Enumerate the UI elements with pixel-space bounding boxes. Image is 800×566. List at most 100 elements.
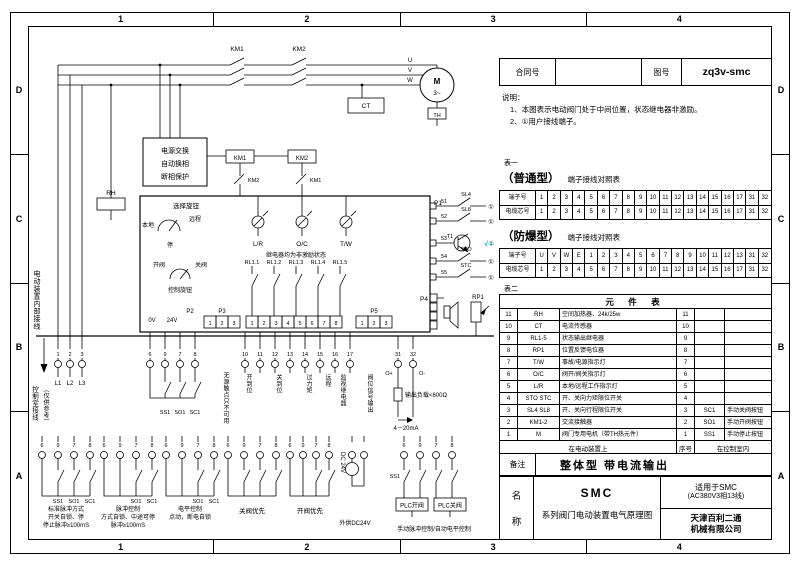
applicability: 适用于SMC (AC380V3相13线) [661, 477, 771, 509]
terminal [148, 451, 156, 459]
terminal-drops-output [244, 332, 351, 373]
grid-ref: 4 [676, 542, 682, 552]
bterm: 6 [226, 443, 229, 449]
component-code-right [695, 309, 725, 321]
lamp-tw-label: T/W [340, 241, 353, 248]
component-code-right [695, 345, 725, 357]
terminal [191, 360, 199, 368]
title-right: 适用于SMC (AC380V3相13线) 天津百利二通 机械有限公司 [661, 477, 771, 539]
junction-dot [158, 63, 162, 67]
p4-pin [429, 320, 438, 330]
bottom-group6-wires [403, 436, 459, 517]
phase-v-label: V [408, 68, 412, 74]
component-index: 1 [500, 429, 518, 441]
pin-number: 3 [384, 321, 387, 327]
ordinary-type-label: （普通型） [502, 173, 560, 185]
user-terminal-mark: ① [488, 204, 494, 211]
terminal-cell: 14 [697, 191, 710, 205]
bterm: 8 [450, 443, 453, 449]
terminal-number: 31 [395, 352, 401, 358]
ma-range-label: 4－20mA [393, 426, 418, 432]
notes-lines: 1、本图表示电动阀门处于中间位置，状态继电器非激励。2、①用户接线端子。 [502, 104, 770, 128]
terminal-cell: 16 [722, 205, 734, 219]
terminal-cell: 6 [647, 249, 660, 263]
contact-blades [229, 57, 307, 185]
bterm: 6 [164, 443, 167, 449]
terminal-number: 13 [287, 352, 293, 358]
close-valve-label: 关阀 [195, 261, 207, 269]
component-name: 阀门专用电机（带TH热元件） [560, 429, 677, 441]
terminal [162, 451, 170, 459]
component-index-right: 1 [677, 429, 695, 441]
terminal [331, 360, 339, 368]
component-code-right: SC1 [695, 405, 725, 417]
control-room-wiring-note: 控制室接线 [30, 386, 38, 421]
grid-ref: A [777, 471, 785, 482]
bterm: 7 [314, 443, 317, 449]
terminal-cell: 3 [561, 191, 574, 205]
name-char-1: 名 [511, 491, 522, 503]
terminal [316, 360, 324, 368]
pin-52-label: 52 [441, 214, 447, 220]
terminal-cell: 13 [684, 263, 697, 277]
terminal [66, 360, 74, 368]
bterm: 8 [274, 443, 277, 449]
terminal-cell: 8 [672, 249, 685, 263]
plc-open-box [395, 497, 429, 512]
junction-dot [109, 83, 113, 87]
terminal-number: 1 [56, 352, 59, 358]
terminal [346, 360, 354, 368]
component-name: 事故/电源指示灯 [560, 357, 677, 369]
terminal-cell: 12 [672, 263, 685, 277]
p1-pin [429, 273, 437, 281]
g3-so1-label: SO1 [192, 499, 203, 505]
bterm: 7 [134, 443, 137, 449]
component-name: 电流传感器 [560, 321, 677, 333]
pin-number: 7 [322, 321, 325, 327]
terminal-cell: 16 [722, 191, 734, 205]
pin-cell [329, 315, 343, 329]
plc-open-label: PLC开阀 [400, 502, 424, 510]
component-code: M [518, 429, 560, 441]
terminal [194, 451, 202, 459]
terminal-number: 9 [163, 352, 166, 358]
terminal-cell: 5 [585, 191, 598, 205]
terminal-cell: 5 [635, 249, 648, 263]
open-valve-label: 开阀 [153, 261, 165, 269]
p1-pin [429, 257, 437, 265]
bterm: 9 [118, 443, 121, 449]
terminal-cell: 32 [761, 209, 769, 216]
drawing-no-value: zq3v-smc [702, 66, 751, 78]
g5-caption: 开阀优先 [297, 506, 324, 515]
l1-label: L1 [55, 381, 62, 387]
grid-ref: B [10, 284, 28, 413]
remark-value: 整体型 带电流输出 [560, 459, 670, 472]
frame-inner [28, 26, 772, 540]
component-row: 4 STO STC 开、关向力矩限位开关 4 [500, 393, 771, 405]
component-index-right: 11 [677, 309, 695, 321]
p5-label: P5 [370, 309, 378, 315]
terminal-row-label: 端子号 [500, 191, 536, 205]
pin-51-label: 51 [441, 199, 447, 205]
terminal-cell: 9 [635, 205, 648, 219]
terminal-cell: 5 [585, 205, 598, 219]
load-note: 输出负载<600Ω [405, 391, 448, 399]
user-terminal-mark: ① [488, 259, 494, 266]
phase-u-label: U [408, 58, 412, 64]
p4-pin [429, 302, 438, 312]
plc-close-label: PLC关阀 [438, 502, 462, 510]
table2-caption: 表二 [504, 286, 518, 293]
terminal-cell: 32 [761, 252, 769, 259]
terminal [161, 360, 169, 368]
terminal-cell: 32 [761, 267, 769, 274]
component-name-right [725, 381, 771, 393]
component-index: 5 [500, 381, 518, 393]
notes-block: 说明： 1、本图表示电动阀门处于中间位置，状态继电器非激励。2、①用户接线端子。 [502, 92, 770, 128]
pin-55-label: 55 [441, 270, 447, 276]
terminal-number: 12 [272, 352, 278, 358]
g2-caption-3: 脉冲≥100mS [111, 521, 145, 529]
load-resistor [393, 387, 403, 402]
terminal [416, 451, 424, 459]
